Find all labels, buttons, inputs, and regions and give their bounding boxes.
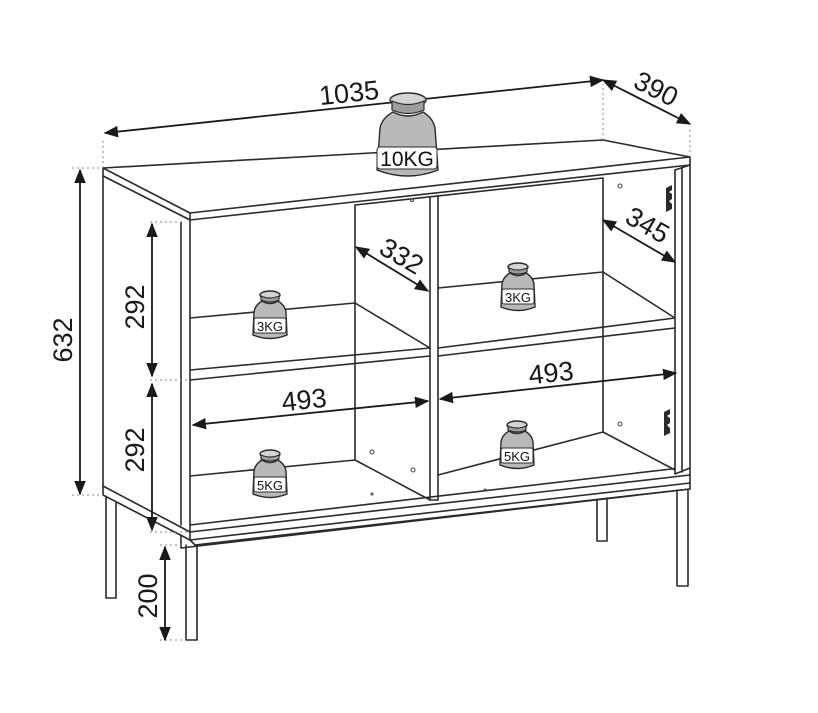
weight-3kg-upper-right-label: 3KG — [505, 290, 531, 305]
weight-3kg-upper-left-label: 3KG — [257, 319, 283, 334]
shelf-height-upper-label: 292 — [120, 284, 150, 329]
weight-10kg-label: 10KG — [380, 148, 434, 171]
hinge-icon — [664, 409, 670, 436]
dim-compartment-right-line — [438, 368, 678, 404]
weight-5kg-lower-right-icon: 5KG — [499, 420, 535, 470]
weight-5kg-lower-right-label: 5KG — [504, 449, 530, 464]
width-label: 1035 — [318, 75, 381, 111]
center-divider — [429, 195, 439, 501]
shelf-upper-right — [437, 317, 676, 357]
dim-compartment-left-line — [191, 396, 430, 430]
dimension-lines — [74, 75, 692, 642]
leg-back-right — [596, 497, 608, 542]
leg-height-label: 200 — [133, 573, 163, 618]
dim-depth-line — [601, 79, 692, 125]
base-frame — [102, 482, 691, 641]
inner-depth-left-label: 332 — [374, 232, 428, 281]
dim-width-line — [103, 75, 605, 138]
leg-back-left — [105, 496, 117, 599]
shelf-lower-right — [437, 431, 676, 476]
cabinet — [102, 139, 691, 541]
leg-front-right — [676, 489, 689, 587]
left-side-panel — [102, 175, 191, 533]
weight-3kg-upper-left-icon: 3KG — [252, 290, 288, 340]
shelf-height-lower-label: 292 — [120, 427, 150, 472]
depth-label: 390 — [629, 65, 683, 112]
shelf-upper-left — [189, 302, 431, 381]
compartment-width-left-label: 493 — [280, 383, 328, 418]
weight-10kg-icon: 10KG — [376, 92, 439, 177]
leg-front-left — [185, 544, 198, 641]
weight-3kg-upper-right-icon: 3KG — [500, 262, 536, 312]
height-label: 632 — [48, 317, 78, 362]
dim-inner-depth-right-line — [601, 219, 677, 263]
dim-inner-depth-left-line — [354, 246, 430, 292]
weight-5kg-lower-left-icon: 5KG — [252, 449, 288, 499]
weight-5kg-lower-left-label: 5KG — [257, 478, 283, 493]
compartment-width-right-label: 493 — [527, 356, 575, 391]
hinge-icon — [666, 185, 672, 212]
